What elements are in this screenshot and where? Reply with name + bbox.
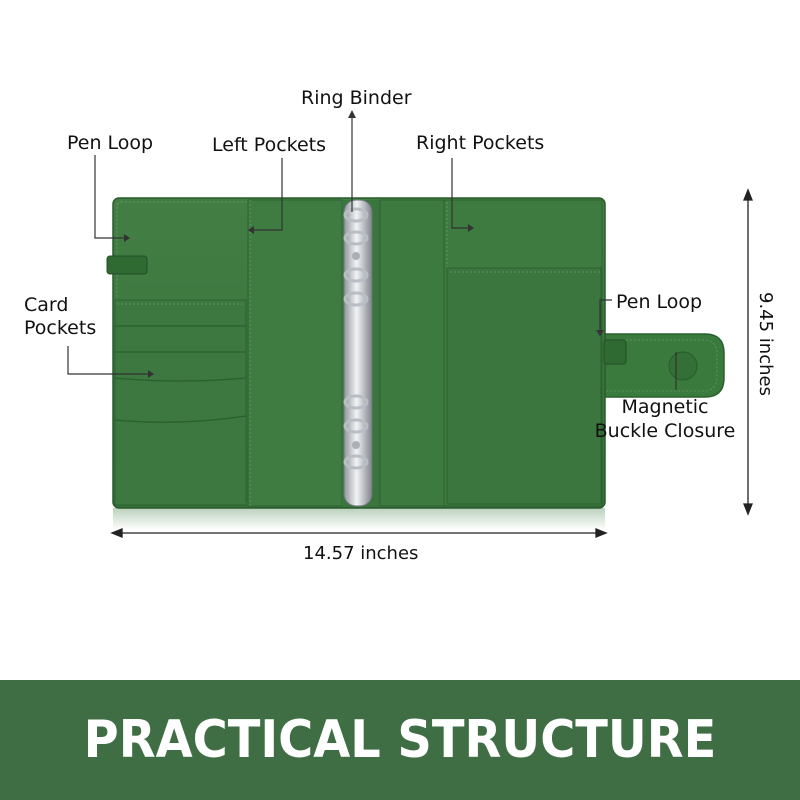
ring-binder-mechanism [343,199,373,507]
right-inner-pocket [446,267,602,505]
label-magnetic-line2: Buckle Closure [594,420,736,442]
card-pockets [114,299,247,506]
binder-reflection [113,508,605,530]
binder-illustration [67,110,753,538]
label-card-pockets-line2: Pockets [24,317,97,339]
binder-body [106,197,627,509]
banner-title: PRACTICAL STRUCTURE [83,710,717,770]
label-left-pockets: Left Pockets [212,134,326,156]
label-magnetic-line1: Magnetic [621,396,709,418]
height-dimension-label: 9.45 inches [755,292,776,396]
width-dimension-label: 14.57 inches [303,543,419,564]
label-card-pockets-line1: Card [24,294,69,316]
pen-loop-left [106,255,148,275]
label-pen-loop-left: Pen Loop [67,132,154,154]
left-pocket-panel [247,199,343,507]
pen-loop-right [603,339,627,365]
label-pen-loop-right: Pen Loop [616,291,703,313]
height-dimension-arrow [743,188,753,516]
label-right-pockets: Right Pockets [416,132,545,154]
callout-arrowheads [124,110,604,378]
label-ring-binder: Ring Binder [301,87,412,109]
width-dimension-arrow [110,528,608,538]
callout-lines [67,118,677,390]
title-banner: PRACTICAL STRUCTURE [0,680,800,800]
